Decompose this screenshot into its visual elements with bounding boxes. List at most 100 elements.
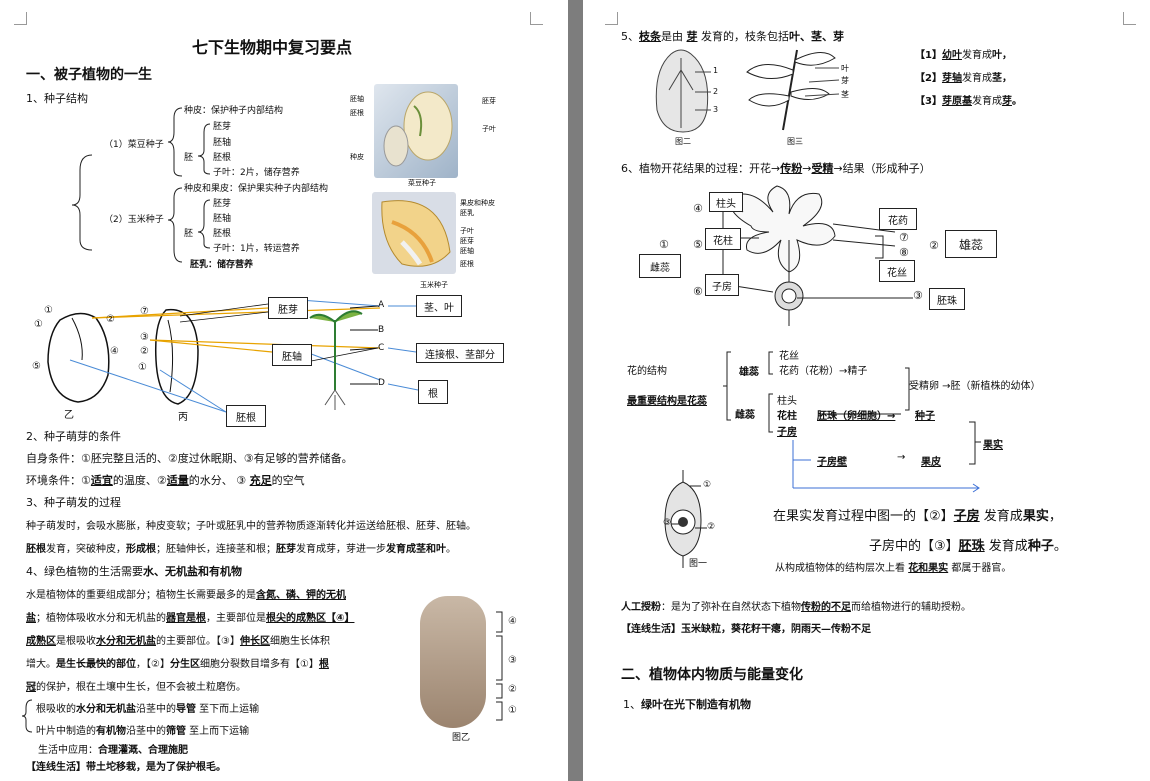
fertilized-label: 受精卵 →胚（新植株的幼体） [909,381,1041,392]
img-label: 胚轴 [460,247,474,255]
diagram-num: ② [106,314,115,325]
hypocotyl: 胚轴 [213,214,232,224]
page-right: 5、枝条是由 芽 发育的，枝条包括叶、茎、芽 1 2 3 图二 叶 芽 茎 图三… [583,0,1150,781]
stamen-label: 雄蕊 [739,367,759,378]
bud-3: 【3】芽原基发育成芽。 [915,96,1022,107]
section-heading: 二、植物体内物质与能量变化 [621,667,803,683]
anther-label: 花药（花粉）→精子 [779,366,868,377]
img-caption: 菜豆种子 [408,179,436,187]
root-label: ① [508,705,517,716]
fig-caption: 图二 [675,137,691,146]
style-label: 花柱 [777,411,797,422]
img-caption: 图乙 [452,733,471,743]
fig-label: ① [703,480,712,490]
plumule: 胚芽 [213,199,232,209]
embryo-label: 胚 [184,229,194,239]
img-label: 种皮 [350,153,364,161]
sub-heading: 1、种子结构 [26,92,88,105]
img-label: 胚乳 [460,209,474,217]
diagram-caption: 乙 [64,410,74,421]
needs-text: 水是植物体的重要组成部分；植物生长需要最多的是含氮、磷、钾的无机 [26,590,346,601]
fig-label: 2 [713,87,719,96]
bean-seed-label: （1）菜豆种子 [104,140,164,150]
flower-num: ② [929,239,939,252]
corn-cotyledon: 子叶：1片，转运营养 [213,244,300,254]
q5-text: 5、枝条是由 芽 发育的，枝条包括叶、茎、芽 [621,30,844,43]
seed-seedling-diagram [47,299,419,413]
dev-text-1: 在果实发育过程中图一的【②】子房 发育成果实， [773,509,1062,524]
stem-leaf-box: 茎、叶 [416,295,462,317]
img-label: 胚芽 [460,237,474,245]
fig-label: ② [707,522,716,532]
germ-text: 胚根发育，突破种皮，形成根；胚轴伸长，连接茎和根；胚芽发育成芽，芽进一步发育成茎… [26,544,456,555]
diagram-num: ② [140,346,149,357]
ovary-box: 子房 [705,274,739,296]
img-label: 胚芽 [482,97,496,105]
ovule-label: 胚珠（卵细胞）→ [817,411,896,422]
bud-1: 【1】幼叶发育成叶， [915,50,1012,61]
radicle: 胚根 [213,153,232,163]
fig-label: 芽 [841,76,849,85]
root-tip-image [420,596,486,728]
pollination-text: 人工授粉：是为了弥补在自然状态下植物传粉的不足而给植物进行的辅助授粉。 [621,602,971,613]
dev-text-3: 从构成植物体的结构层次上看 花和果实 都属于器官。 [775,563,1012,574]
corn-seed-image [372,192,456,274]
fig-label: ③ [663,518,672,528]
germ-text: 种子萌发时，会吸水膨胀，种皮变软；子叶或胚乳中的营养物质逐渐转化并运送给胚根、胚… [26,521,476,532]
filament-box: 花丝 [879,260,915,282]
flower-tree-lines [664,351,981,568]
sub-heading: 2、种子萌芽的条件 [26,430,121,443]
embryo-label: 胚 [184,153,194,163]
arrow-label: → [897,452,906,463]
diagram-letter: B [378,325,385,335]
img-label: 子叶 [482,125,496,133]
brace-lines [71,107,211,263]
needs-text: 冠的保护，根在土壤中生长，但不会被土粒磨伤。 [26,682,246,693]
fig-caption: 图一 [689,559,708,569]
sub-heading: 3、种子萌发的过程 [26,496,121,509]
sub-heading: 4、绿色植物的生活需要水、无机盐和有机物 [26,565,242,578]
img-label: 胚轴 [350,95,364,103]
style-box: 花柱 [705,228,741,250]
anther-box: 花药 [879,208,917,230]
ovary-wall-label: 子房壁 [817,457,847,468]
img-label: 胚根 [460,260,474,268]
diagram-num: ④ [110,346,119,357]
ovule-box: 胚珠 [929,288,965,310]
key-struct: 最重要结构是花蕊 [627,396,707,407]
root-label: ④ [508,616,517,627]
diagram-num: ⑤ [32,361,41,372]
diagram-caption: 丙 [178,412,188,423]
fig-label: 叶 [841,64,849,73]
fig-label: 3 [713,105,719,114]
flower-num: ④ [693,202,703,215]
q6-text: 6、植物开花结果的过程：开花→传粉→受精→结果（形成种子） [621,162,931,175]
margin-corner [530,12,543,25]
img-caption: 玉米种子 [420,281,448,289]
bean-coat: 种皮：保护种子内部结构 [184,106,284,116]
fruit-label: 果实 [983,440,1003,451]
flower-struct: 花的结构 [627,366,667,377]
stigma-box: 柱头 [709,192,743,212]
radicle: 胚根 [213,229,232,239]
connect-box: 连接根、茎部分 [416,343,504,363]
fig-label: 1 [713,66,719,75]
needs-text: 成熟区是根吸收水分和无机盐的主要部位。【③】伸长区细胞生长体积 [26,636,330,647]
margin-corner [14,12,27,25]
diagram-num: ⑦ [140,306,149,317]
filament-label: 花丝 [779,351,799,362]
life-link: 【连线生活】玉米缺粒，葵花籽干瘪，阴雨天—传粉不足 [621,624,871,635]
bean-cotyledon: 子叶：2片，储存营养 [213,168,300,178]
flower-num: ⑥ [693,285,703,298]
root-box: 根 [418,380,448,404]
section-heading: 一、被子植物的一生 [26,67,152,83]
diagram-num: ① [138,362,147,373]
plumule-box: 胚芽 [268,297,308,319]
root-brackets [21,611,503,733]
flower-diagram [711,185,913,326]
page-left: 七下生物期中复习要点 一、被子植物的一生 1、种子结构 （1）菜豆种子 （2）玉… [0,0,568,781]
bean-seed-image [374,84,458,178]
page-gap [568,0,583,781]
corn-coat: 种皮和果皮：保护果实种子内部结构 [184,184,329,194]
ovary-label: 子房 [777,427,797,438]
